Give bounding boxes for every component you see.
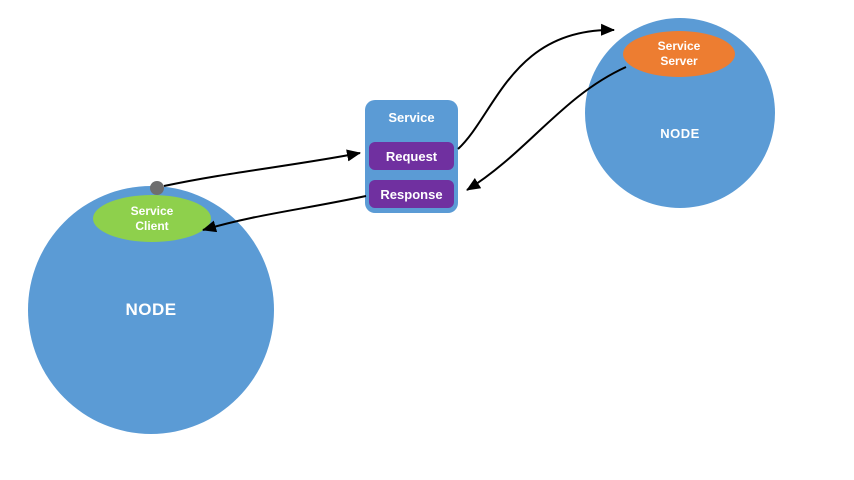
service-box-title: Service [388,110,435,125]
left-node-label: NODE [125,300,177,319]
service-client-label-line2: Client [135,218,169,233]
service-server-label-line2: Server [660,54,698,68]
service-server-label-line1: Service [657,39,701,53]
arrow-client-to-request [163,149,361,187]
connection-dot [150,181,164,195]
request-pill: Request [369,142,454,170]
service-client-label-line1: Service [130,203,174,218]
service-client-badge: Service Client [93,195,211,242]
right-node-label: NODE [660,125,700,141]
service-box: Service Request Response [365,100,458,213]
response-pill: Response [369,180,454,208]
service-server-badge: Service Server [623,31,735,77]
